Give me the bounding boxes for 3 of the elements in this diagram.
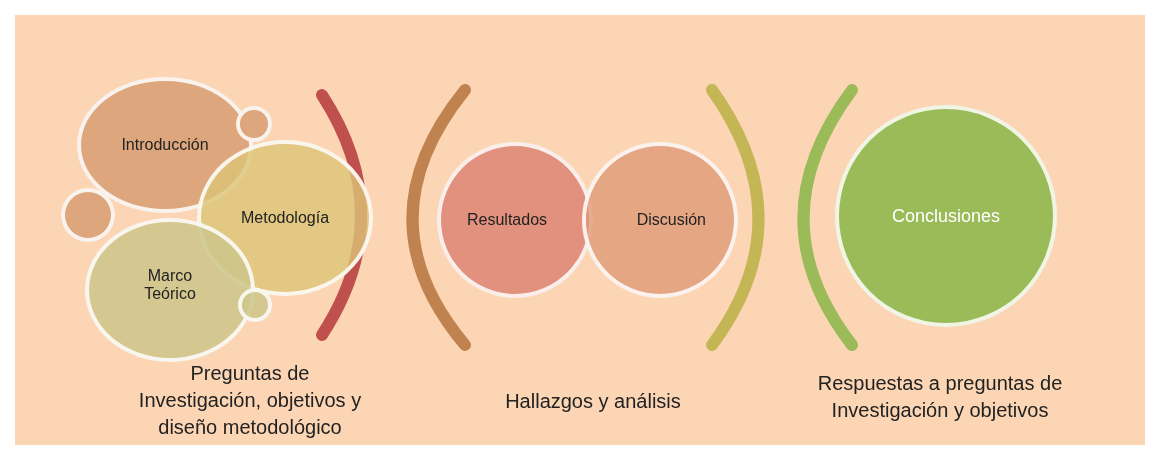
caption-text: Respuestas a preguntas de Investigación y objetivos	[816, 371, 1064, 423]
caption-text: Hallazgos y análisis	[504, 389, 682, 414]
caption-text: Preguntas de Investigación, objetivos y diseño metodológico	[137, 361, 363, 440]
